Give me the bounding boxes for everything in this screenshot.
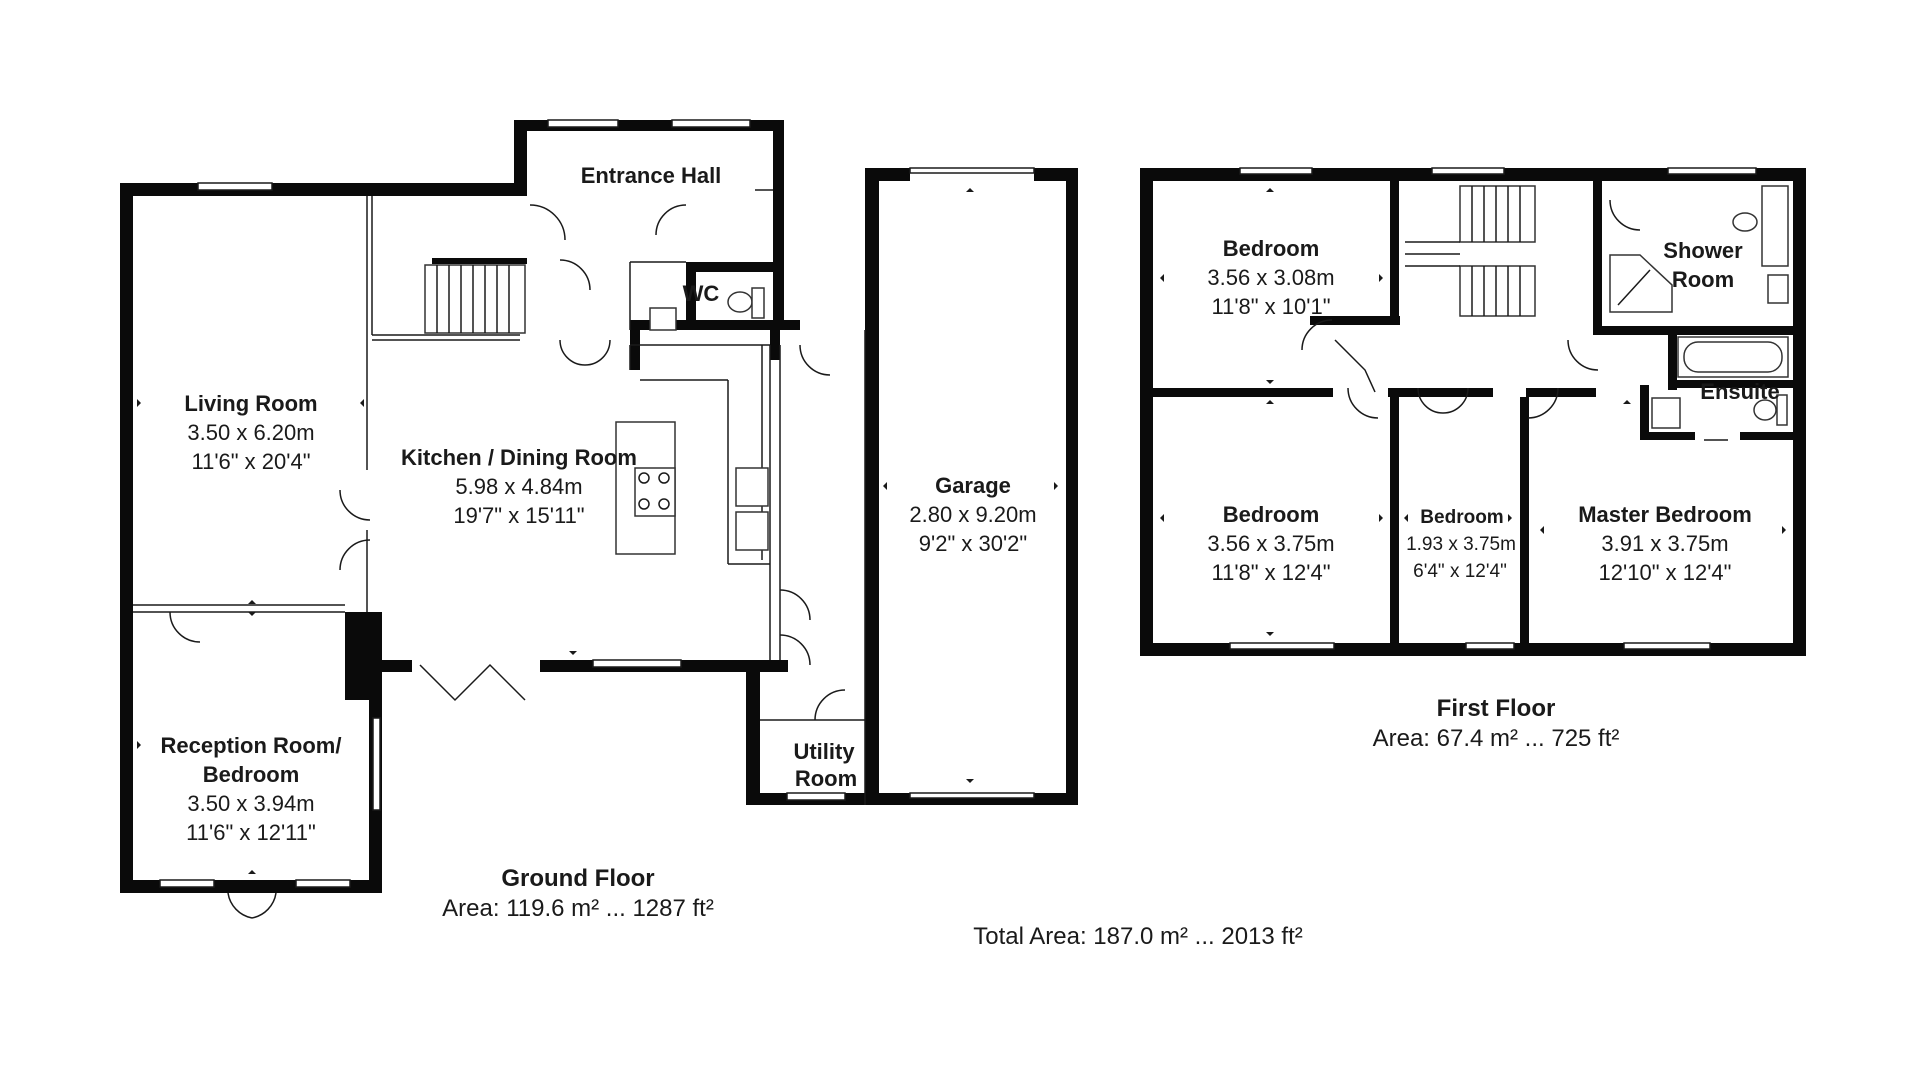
kitchen-imperial: 19'7" x 15'11" [453, 503, 584, 528]
kitchen-metric: 5.98 x 4.84m [455, 474, 582, 499]
bedroom-top-metric: 3.56 x 3.08m [1207, 265, 1334, 290]
first-floor-title: First Floor [1437, 695, 1556, 722]
garage-imperial: 9'2" x 30'2" [919, 531, 1027, 556]
living-room-metric: 3.50 x 6.20m [187, 420, 314, 445]
wc-name: WC [683, 281, 720, 306]
ground-floor-area: Area: 119.6 m² ... 1287 ft² [442, 895, 714, 922]
room-labels: Entrance Hall WC Living Room 3.50 x 6.20… [161, 163, 1780, 950]
utility-name-line2: Room [795, 766, 857, 791]
bedroom-top-imperial: 11'8" x 10'1" [1211, 294, 1330, 319]
reception-metric: 3.50 x 3.94m [187, 791, 314, 816]
ground-floor-title: Ground Floor [501, 865, 654, 892]
first-floor-area: Area: 67.4 m² ... 725 ft² [1373, 725, 1620, 752]
master-bedroom-metric: 3.91 x 3.75m [1601, 531, 1728, 556]
bedroom-left-metric: 3.56 x 3.75m [1207, 531, 1334, 556]
bedroom-top-name: Bedroom [1223, 236, 1320, 261]
shower-room-name-line1: Shower [1663, 238, 1743, 263]
reception-name-line2: Bedroom [203, 762, 300, 787]
ensuite-name: Ensuite [1700, 379, 1779, 404]
bedroom-small-name: Bedroom [1420, 507, 1503, 528]
bedroom-left-imperial: 11'8" x 12'4" [1211, 560, 1330, 585]
reception-imperial: 11'6" x 12'11" [186, 820, 316, 845]
total-area: Total Area: 187.0 m² ... 2013 ft² [973, 923, 1303, 950]
ground-floor-plan [120, 119, 1078, 919]
kitchen-name: Kitchen / Dining Room [401, 445, 637, 470]
master-bedroom-imperial: 12'10" x 12'4" [1599, 560, 1732, 585]
reception-name-line1: Reception Room/ [161, 733, 342, 758]
entrance-hall-name: Entrance Hall [581, 163, 722, 188]
shower-room-name-line2: Room [1672, 267, 1734, 292]
garage-name: Garage [935, 473, 1011, 498]
bedroom-left-name: Bedroom [1223, 502, 1320, 527]
bedroom-small-imperial: 6'4" x 12'4" [1413, 561, 1507, 582]
living-room-name: Living Room [184, 391, 317, 416]
bedroom-small-metric: 1.93 x 3.75m [1406, 534, 1516, 555]
first-floor-plan [1140, 167, 1806, 656]
living-room-imperial: 11'6" x 20'4" [191, 449, 310, 474]
master-bedroom-name: Master Bedroom [1578, 502, 1752, 527]
utility-name-line1: Utility [793, 739, 855, 764]
garage-metric: 2.80 x 9.20m [909, 502, 1036, 527]
